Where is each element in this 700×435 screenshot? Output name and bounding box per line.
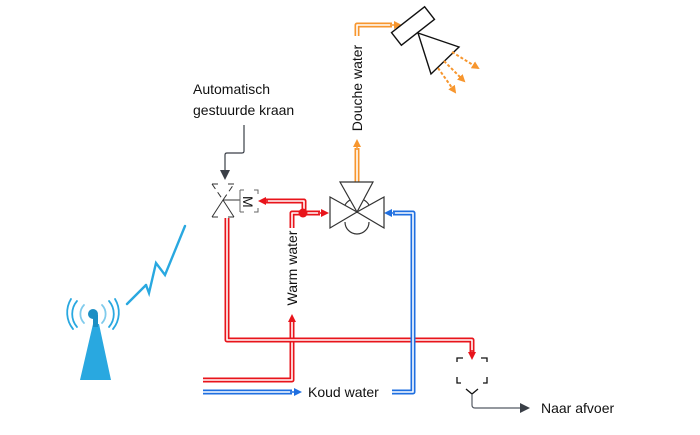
shower-water-label: Douche water [349,44,365,131]
valve-label-line2: gestuurde kraan [193,102,294,118]
wireless-signal-icon [125,224,187,306]
valve-label-line1: Automatisch [193,81,270,97]
shower-water-pipes [353,21,402,182]
mixing-valve-icon [329,181,385,235]
motor-letter: M [240,196,256,208]
radio-tower-icon [66,298,120,380]
callout-arrow [220,125,245,180]
hot-water-pipes [203,197,476,383]
drain-line [471,394,530,413]
cold-water-label: Koud water [308,384,379,400]
junction-dot [298,208,308,218]
shower-spray [437,51,480,94]
drain-label: Naar afvoer [541,400,614,416]
hot-pipe-to-drain [224,218,476,360]
drain-icon [456,357,488,395]
hot-pipe-to-mixer [289,209,329,228]
shower-head-icon [390,5,461,76]
motorized-valve-icon [211,183,259,218]
cold-water-pipes [203,209,416,396]
warm-water-label: Warm water [284,230,300,305]
hot-pipe-inlet [203,314,296,383]
